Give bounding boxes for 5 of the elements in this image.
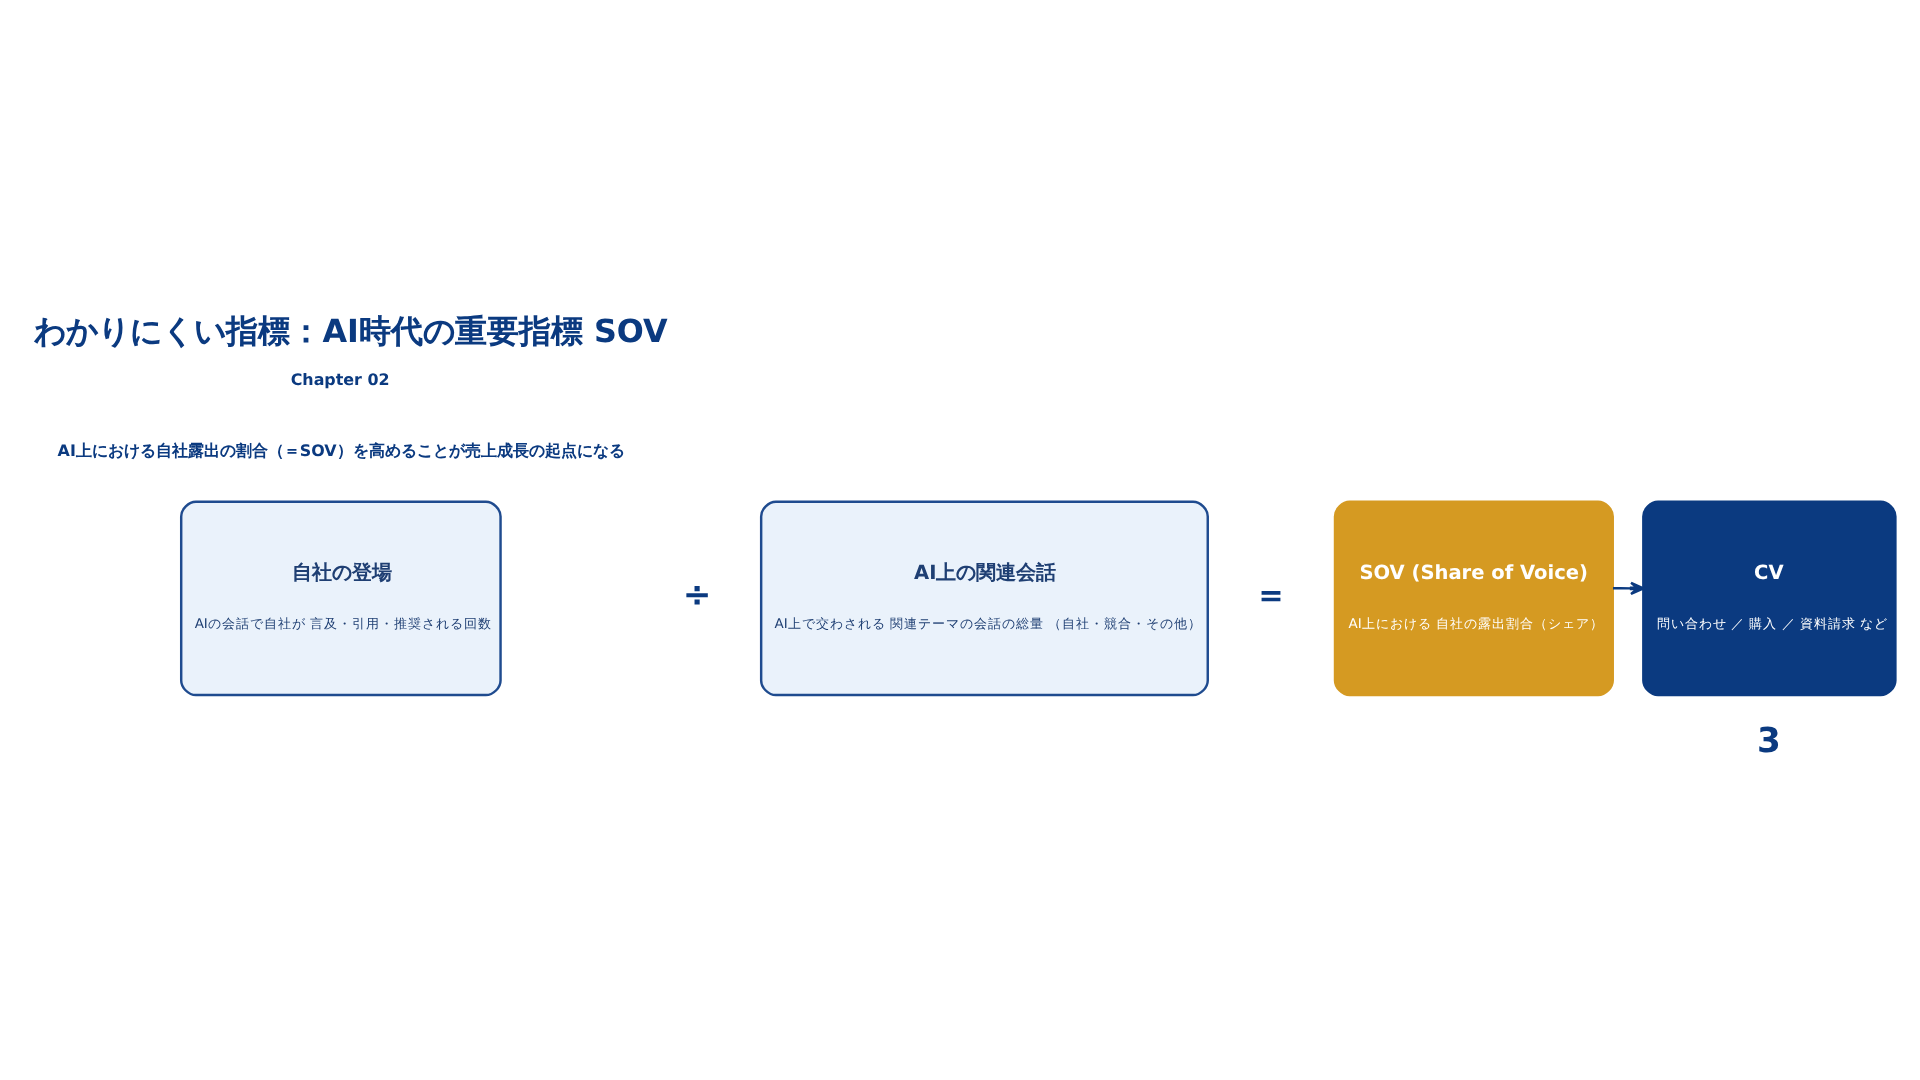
label: 3 xyxy=(1757,721,1781,762)
arrow xyxy=(1613,580,1645,595)
label: ＝ xyxy=(1254,574,1289,615)
label: ÷ xyxy=(682,574,712,615)
diagram-title: わかりにくい指標：AI時代の重要指標 SOV xyxy=(34,311,668,350)
